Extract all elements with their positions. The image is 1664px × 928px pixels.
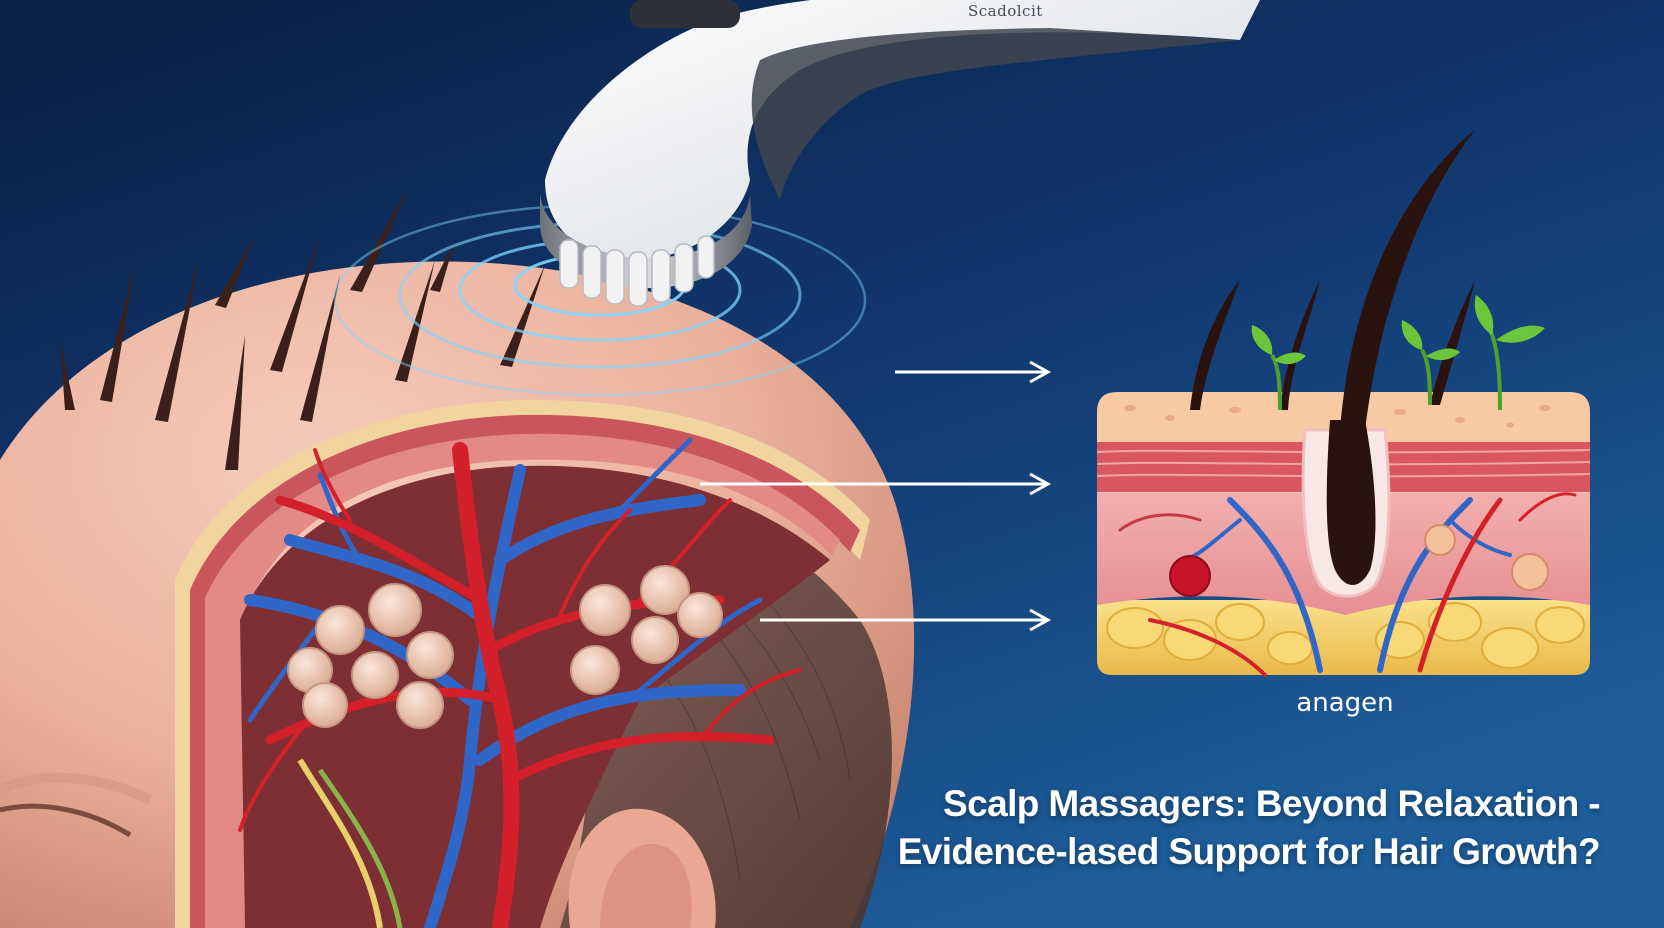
device-brand-label: Scadolcit: [968, 2, 1043, 20]
skin-pores: [1124, 405, 1551, 428]
anagen-label: anagen: [1296, 688, 1394, 718]
headline: Scalp Massagers: Beyond Relaxation - Evi…: [897, 780, 1601, 876]
red-blood-cell: [1169, 555, 1211, 597]
headline-line-1: Scalp Massagers: Beyond Relaxation -: [943, 783, 1601, 824]
headline-line-2: Evidence-lased Support for Hair Growth?: [897, 831, 1601, 872]
long-hair-shaft: [1340, 130, 1475, 430]
fat-cells: [1106, 602, 1585, 669]
closed-eye: [0, 803, 132, 838]
follicle-bulbs-right: [570, 565, 723, 695]
scalp-hairs: [60, 185, 545, 470]
scalp-massager-device: [540, 0, 1260, 307]
connector-arrows: [700, 360, 1052, 632]
follicle-bulbs-left: [287, 583, 454, 729]
growth-sprouts: [1251, 295, 1545, 411]
blood-vessels: [238, 437, 802, 928]
massager-bristles: [559, 235, 715, 307]
skin-cross-section: [1096, 130, 1591, 677]
